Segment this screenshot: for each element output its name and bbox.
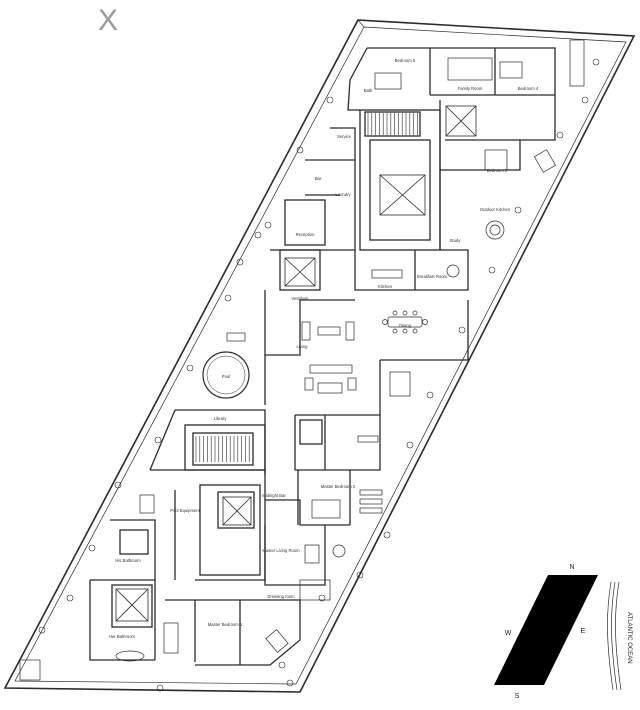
unit-label: X — [98, 4, 119, 37]
planter — [66, 594, 74, 602]
planter — [286, 679, 294, 687]
compass-west: W — [505, 630, 512, 637]
room-library: Library — [214, 416, 228, 421]
room-bedroom-5: Bedroom 5 — [395, 58, 416, 63]
ocean-label: ATLANTIC OCEAN — [626, 612, 632, 664]
planters — [38, 58, 600, 692]
planter — [254, 231, 262, 239]
interior-walls — [89, 47, 556, 666]
planter — [154, 436, 162, 444]
planter — [326, 96, 334, 104]
compass-east: E — [581, 628, 586, 635]
compass: N W E S — [494, 564, 598, 700]
staircases — [195, 113, 418, 462]
planter — [458, 326, 466, 334]
planter — [356, 571, 364, 579]
room-laundry: Laundry — [335, 192, 351, 197]
planter — [224, 294, 232, 302]
planter — [296, 146, 304, 154]
room-dressing-room: Dressing room — [267, 594, 295, 599]
planter — [406, 441, 414, 449]
room-master-bedroom-1: Master Bedroom 1 — [208, 622, 243, 627]
planter — [156, 684, 164, 692]
room-her-bathroom: Her Bathroom — [109, 634, 136, 639]
planter — [514, 206, 522, 214]
planter — [38, 626, 46, 634]
compass-north: N — [569, 564, 574, 571]
compass-south: S — [515, 693, 520, 700]
room-study: Study — [450, 238, 462, 243]
furniture — [19, 39, 585, 681]
room-vestibule: Vestibule — [292, 296, 310, 301]
room-master-living-room: Master Living Room — [262, 548, 300, 553]
compass-shape — [494, 575, 598, 685]
planter — [278, 661, 286, 669]
planter — [556, 131, 564, 139]
room-labels: Bedroom 5 Bath Family Room Bedroom 4 Ser… — [109, 58, 539, 639]
elevators — [115, 105, 477, 622]
planter — [264, 221, 272, 229]
planter — [88, 544, 96, 552]
room-outdoor-kitchen: Outdoor Kitchen — [480, 207, 511, 212]
room-dining: Dining — [399, 323, 412, 328]
room-bedroom-3: Bedroom 3 — [487, 168, 508, 173]
room-living: Living — [297, 344, 309, 349]
room-breakfast-room: Breakfast Room — [417, 274, 448, 279]
planter — [318, 594, 326, 602]
room-midnight-bar: Midnight Bar — [262, 493, 286, 498]
room-reception: Reception — [296, 232, 316, 237]
planter — [488, 266, 496, 274]
room-service: Service — [337, 134, 352, 139]
planter — [426, 391, 434, 399]
planter — [186, 364, 194, 372]
room-kitchen: Kitchen — [378, 284, 393, 289]
planter — [114, 481, 122, 489]
room-bath: Bath — [364, 88, 373, 93]
planter — [383, 531, 391, 539]
room-his-bathroom: His Bathroom — [115, 558, 141, 563]
room-family-room: Family Room — [458, 86, 483, 91]
room-bedroom-4: Bedroom 4 — [518, 86, 539, 91]
terrace-outline — [3, 19, 636, 693]
planter — [581, 96, 589, 104]
pool — [202, 351, 250, 399]
room-bar: Bar — [315, 176, 322, 181]
room-pool: Pool — [222, 374, 230, 379]
coastline — [607, 581, 622, 691]
planter — [592, 58, 600, 66]
room-pool-equipment: Pool Equipment — [170, 508, 200, 513]
planter — [236, 258, 244, 266]
room-master-bedroom-2: Master Bedroom 2 — [321, 484, 356, 489]
